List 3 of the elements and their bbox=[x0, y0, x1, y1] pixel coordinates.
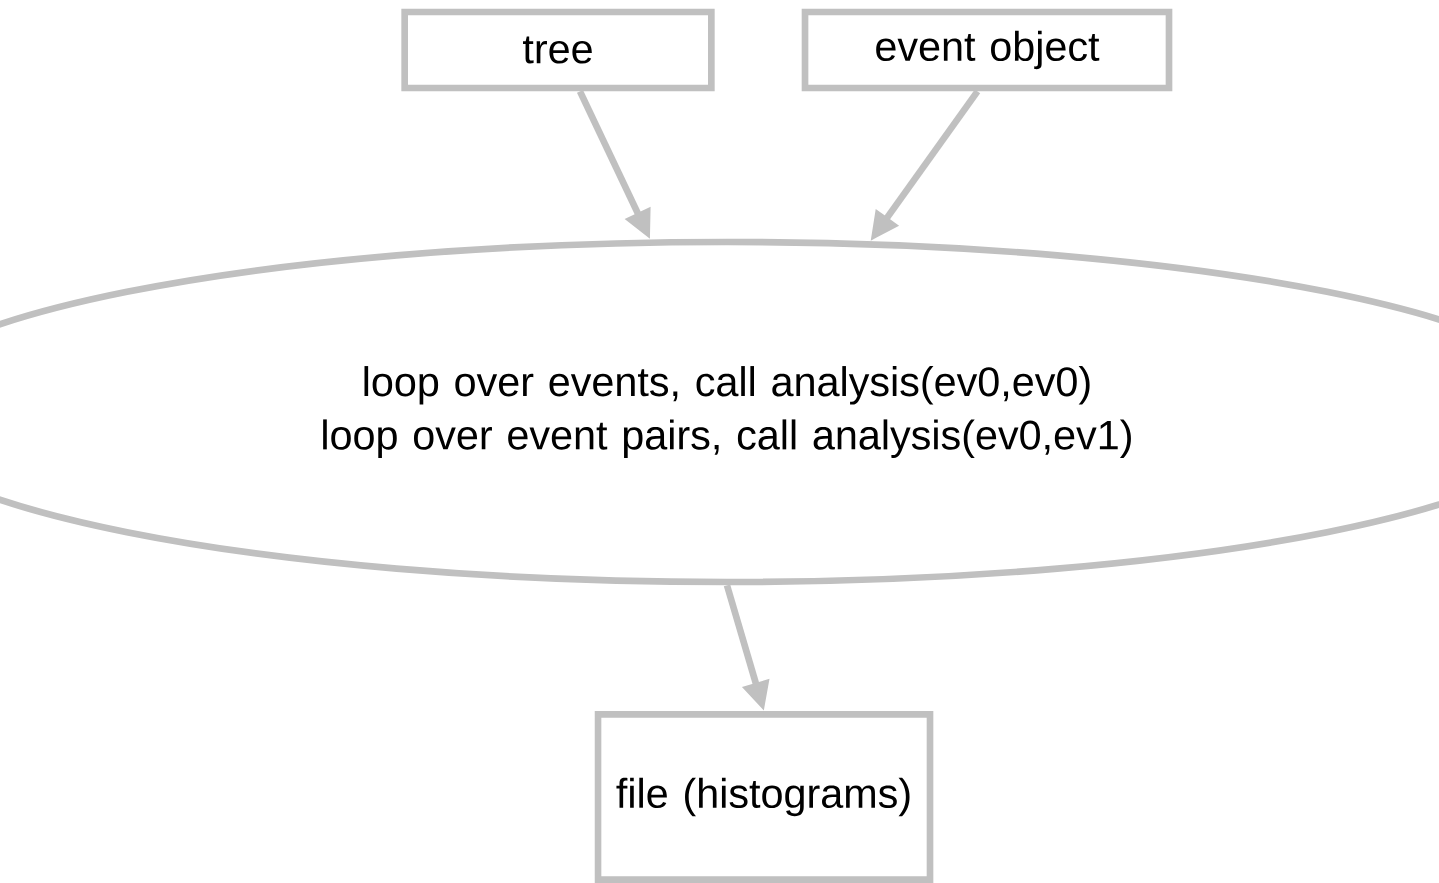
output-box: file (histograms) bbox=[594, 711, 934, 883]
input-box: event object bbox=[801, 8, 1173, 92]
input-box: tree bbox=[401, 8, 715, 92]
